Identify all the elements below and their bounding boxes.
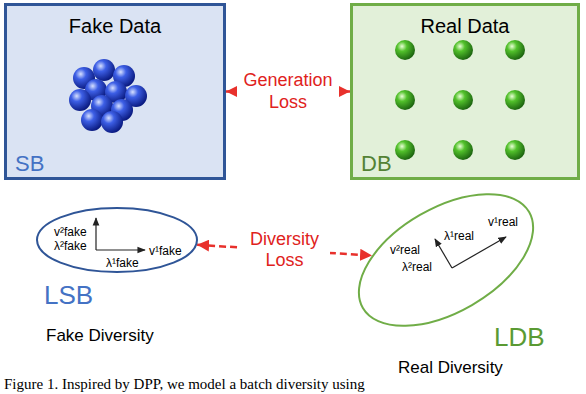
real-samples	[395, 40, 525, 160]
sample-sphere	[505, 140, 525, 160]
figure-caption: Figure 1. Inspired by DPP, we model a ba…	[4, 375, 365, 393]
kernel-symbol: LSB	[44, 280, 93, 311]
edge-label: Generation Loss	[240, 70, 336, 113]
vector-label: λ²real	[402, 260, 432, 274]
vector-label: v²real	[390, 243, 420, 257]
ellipse-outline	[359, 194, 533, 326]
sample-sphere	[69, 89, 91, 111]
sample-sphere	[395, 40, 415, 60]
sample-sphere	[81, 109, 103, 131]
sample-sphere	[453, 40, 473, 60]
fake-samples	[69, 59, 147, 133]
sample-sphere	[395, 140, 415, 160]
sample-sphere	[453, 140, 473, 160]
diversity-caption: Fake Diversity	[46, 326, 154, 346]
vector-label: v²fake	[54, 225, 87, 239]
set-symbol: SB	[15, 151, 44, 177]
diversity-ellipse: v¹realλ¹realv²realλ²realLDBReal Diversit…	[359, 194, 533, 326]
data-box: Fake DataSB	[4, 3, 226, 180]
vector-label: λ¹fake	[106, 256, 139, 270]
edge-label: Diversity Loss	[243, 229, 327, 272]
ellipse-outline	[337, 167, 555, 353]
sample-sphere	[93, 59, 115, 81]
set-symbol: DB	[361, 151, 392, 177]
vector-label: λ¹real	[444, 229, 474, 243]
sample-sphere	[505, 90, 525, 110]
vector-label: v¹real	[488, 215, 518, 229]
diversity-caption: Real Diversity	[398, 358, 503, 378]
vector-label: v¹fake	[149, 244, 182, 258]
box-fill	[4, 3, 226, 180]
data-box: Real DataDB	[350, 3, 580, 180]
sample-sphere	[101, 111, 123, 133]
box-title: Fake Data	[69, 14, 161, 38]
eigen-vector	[435, 239, 452, 268]
kernel-symbol: LDB	[494, 322, 545, 353]
sample-sphere	[395, 90, 415, 110]
diversity-ellipse: v²fakeλ²fakev¹fakeλ¹fakeLSBFake Diversit…	[37, 208, 197, 272]
sample-sphere	[453, 90, 473, 110]
vector-label: λ²fake	[54, 239, 87, 253]
eigen-vector	[95, 218, 96, 250]
ellipse-outline	[37, 208, 197, 272]
box-title: Real Data	[421, 14, 510, 38]
eigen-vector	[96, 249, 145, 250]
box-fill	[350, 3, 580, 180]
sample-sphere	[505, 40, 525, 60]
